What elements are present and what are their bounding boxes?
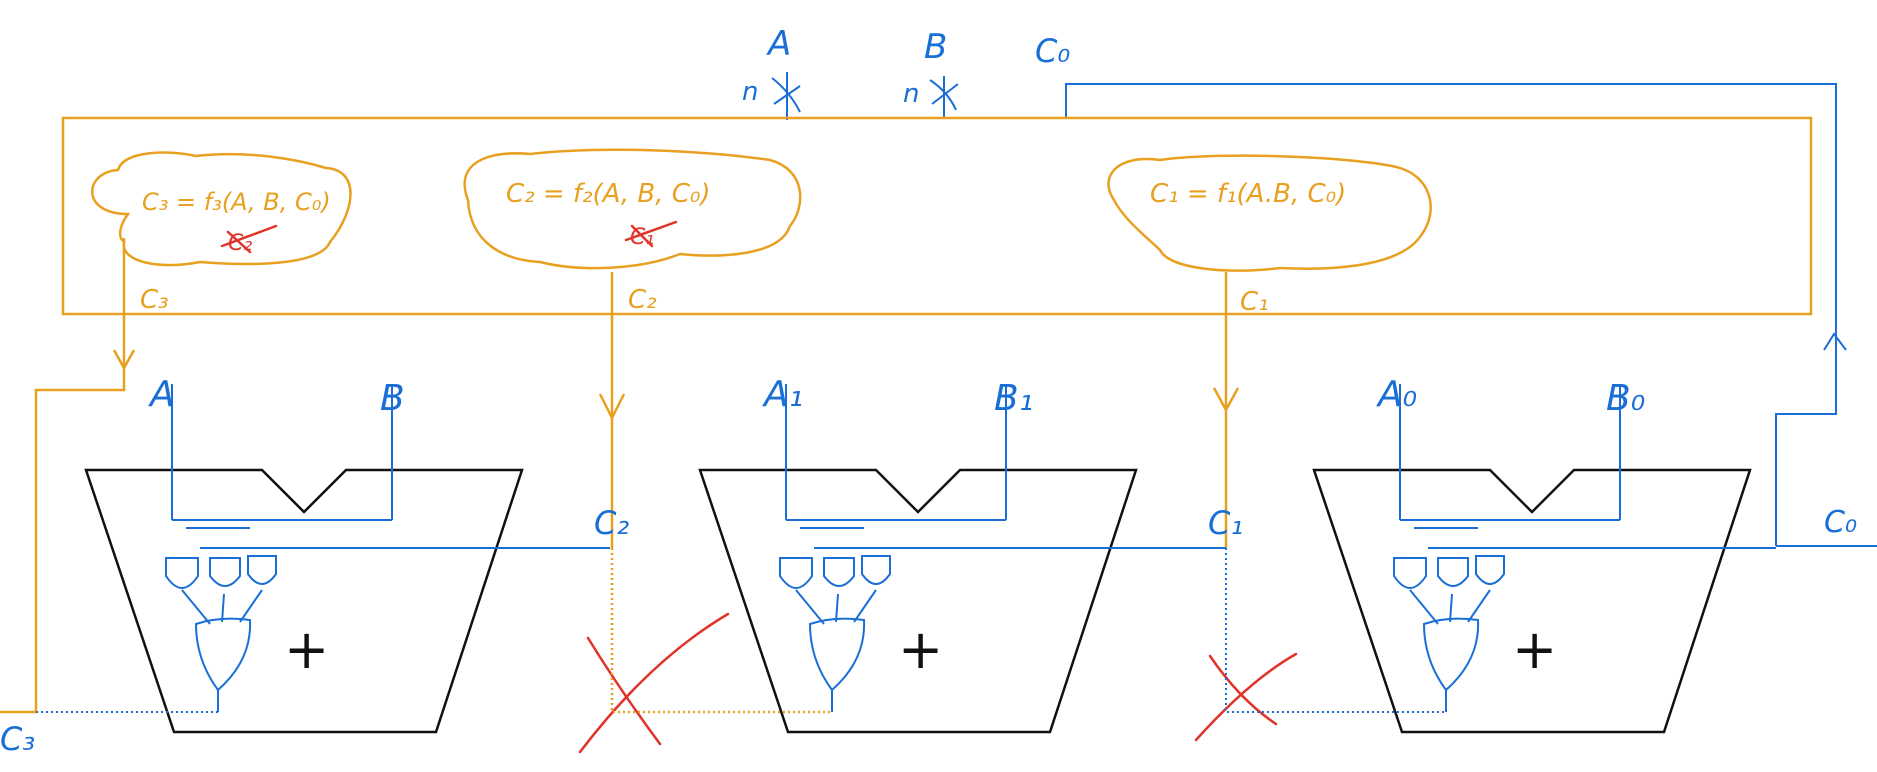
c3-output-label: C₃ — [140, 285, 169, 315]
bus-width-a: n — [742, 77, 758, 107]
adder-middle-a-label: A₁ — [762, 374, 803, 415]
strike-mark-c2 — [624, 220, 678, 248]
bus-width-b: n — [903, 79, 919, 109]
adder-left-b-label: B — [380, 378, 405, 419]
carry-in-feedback-wire — [1065, 83, 1837, 546]
adder-outline — [1312, 468, 1752, 734]
lookahead-output-c2 — [598, 272, 626, 548]
strike-mark-c3 — [220, 224, 278, 254]
and-gate-icon — [1475, 555, 1505, 585]
removed-ripple-c1 — [1225, 548, 1446, 713]
lookahead-output-c1 — [1212, 272, 1240, 548]
and-gate-icon — [779, 557, 813, 589]
final-carry-out-label: C₃ — [0, 720, 35, 758]
equation-c3: C₃ = f₃(A, B, C₀) — [142, 188, 331, 216]
or-gate-icon — [808, 617, 866, 692]
adder-middle-plus: + — [898, 618, 943, 681]
adder-right-b-label: B₀ — [1606, 378, 1645, 419]
equation-c1: C₁ = f₁(A.B, C₀) — [1150, 179, 1346, 209]
lookahead-output-c3 — [0, 238, 136, 714]
adder-right-a-label: A₀ — [1376, 374, 1417, 415]
adder-right-plus: + — [1512, 618, 1557, 681]
bus-b-tick — [929, 76, 959, 118]
or-gate-icon — [194, 617, 252, 692]
adder-left-a-label: A — [148, 374, 175, 415]
and-gate-icon — [1437, 557, 1469, 587]
adder-stage-middle — [698, 384, 1226, 734]
adder-middle-b-label: B₁ — [994, 378, 1033, 419]
lookahead-unit-box — [61, 116, 1813, 316]
and-gate-icon — [247, 555, 277, 585]
c2-output-label: C₂ — [628, 285, 657, 315]
adder-outline — [84, 468, 524, 734]
equation-bubble-c3 — [91, 151, 352, 267]
removed-ripple-c2 — [610, 548, 832, 714]
carry-in-arrow — [1823, 332, 1847, 351]
adder-left-carry-in: C₂ — [594, 504, 629, 542]
and-gate-icon — [165, 557, 199, 589]
equation-c2: C₂ = f₂(A, B, C₀) — [506, 179, 711, 209]
carry-in-label-right: C₀ — [1824, 505, 1857, 540]
and-gate-icon — [823, 557, 855, 587]
equation-bubble-c2 — [463, 148, 802, 270]
c1-output-label: C₁ — [1240, 287, 1269, 317]
adder-stage-right — [1312, 384, 1776, 734]
and-gate-icon — [861, 555, 891, 585]
adder-outline — [698, 468, 1138, 734]
and-gate-icon — [1393, 557, 1427, 589]
carry-in-label-top: C₀ — [1035, 32, 1070, 70]
cross-out-mark-c1 — [1194, 652, 1298, 742]
bus-a-tick — [771, 72, 801, 120]
and-gate-icon — [209, 557, 241, 587]
input-a-label: A — [766, 24, 791, 64]
cross-out-mark-c2 — [578, 612, 730, 754]
adder-left-plus: + — [284, 618, 329, 681]
equation-bubble-c1 — [1107, 154, 1432, 272]
adder-middle-carry-in: C₁ — [1208, 504, 1243, 542]
or-gate-icon — [1422, 617, 1480, 692]
adder-stage-left — [36, 384, 610, 734]
input-b-label: B — [924, 27, 947, 67]
